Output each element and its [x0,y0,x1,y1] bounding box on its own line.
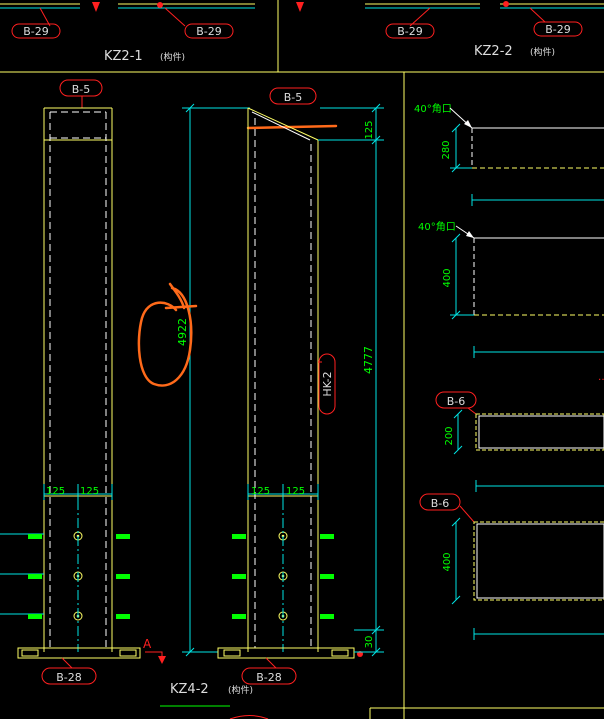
tag-b29-b: B-29 [184,23,234,39]
dim-125-right-a: 125 [251,486,270,497]
svg-text:40°角口: 40°角口 [414,103,452,115]
tag-b6-a: B-6 [435,391,477,409]
top-strip: B-29 B-29 B-29 B-29 KZ2-1 (构件) KZ2-2 (构件… [0,1,604,64]
tag-b28-right: B-28 [241,667,297,685]
detail-280: 40°角口 280 [414,103,604,206]
dim-4777: 4777 [362,346,375,374]
svg-text:4922: 4922 [176,318,189,346]
svg-text:B-28: B-28 [56,671,82,684]
svg-text:B-5: B-5 [284,91,303,104]
title-kz2-1-note: (构件) [160,51,185,63]
tag-b5-left: B-5 [59,79,103,97]
dim-125-top: 125 [364,120,375,139]
svg-text:400: 400 [442,552,453,571]
tag-b29-c: B-29 [385,23,435,39]
svg-text:B-5: B-5 [72,83,91,96]
svg-text:B-29: B-29 [196,25,222,38]
dim-30: 30 [364,636,375,649]
title-kz2-1: KZ2-1 [104,49,143,64]
svg-text:…: … [598,372,604,383]
svg-text:B-29: B-29 [397,25,423,38]
svg-text:40°角口: 40°角口 [418,221,456,233]
detail-400-b: B-6 400 [419,493,604,640]
column-left: B-5 125 125 [0,79,166,685]
column-right: B-5 125 125 [217,87,363,685]
title-kz2-2-note: (构件) [530,46,555,58]
svg-text:200: 200 [444,426,455,445]
svg-text:B-6: B-6 [447,395,466,408]
svg-text:B-29: B-29 [545,23,571,36]
svg-text:B-28: B-28 [256,671,282,684]
tag-b29-d: B-29 [533,21,583,37]
tag-b6-b: B-6 [419,493,461,511]
title-kz4-2: KZ4-2 [170,682,209,697]
dim-125-right-b: 125 [286,486,305,497]
detail-400-a: 40°角口 400 [418,221,604,358]
tag-b5-right: B-5 [269,87,317,105]
svg-text:280: 280 [441,140,452,159]
dim-right-column [318,103,384,657]
svg-text:B-6: B-6 [431,497,450,510]
dim-overall-height: 4922 [176,103,250,657]
tag-b28-left: B-28 [41,667,97,685]
tag-b29-a: B-29 [11,23,61,39]
detail-200: B-6 200 … [435,372,604,492]
dim-125-left-b: 125 [80,486,99,497]
title-kz2-2: KZ2-2 [474,44,513,59]
dim-125-left-a: 125 [46,486,65,497]
title-kz4-2-note: (构件) [228,684,253,696]
tag-hk2: HK-2 [318,353,336,415]
svg-text:HK-2: HK-2 [321,371,334,396]
svg-text:B-29: B-29 [23,25,49,38]
section-marker-a: A [143,637,152,651]
markup-circle [137,124,338,387]
svg-text:400: 400 [442,268,453,287]
